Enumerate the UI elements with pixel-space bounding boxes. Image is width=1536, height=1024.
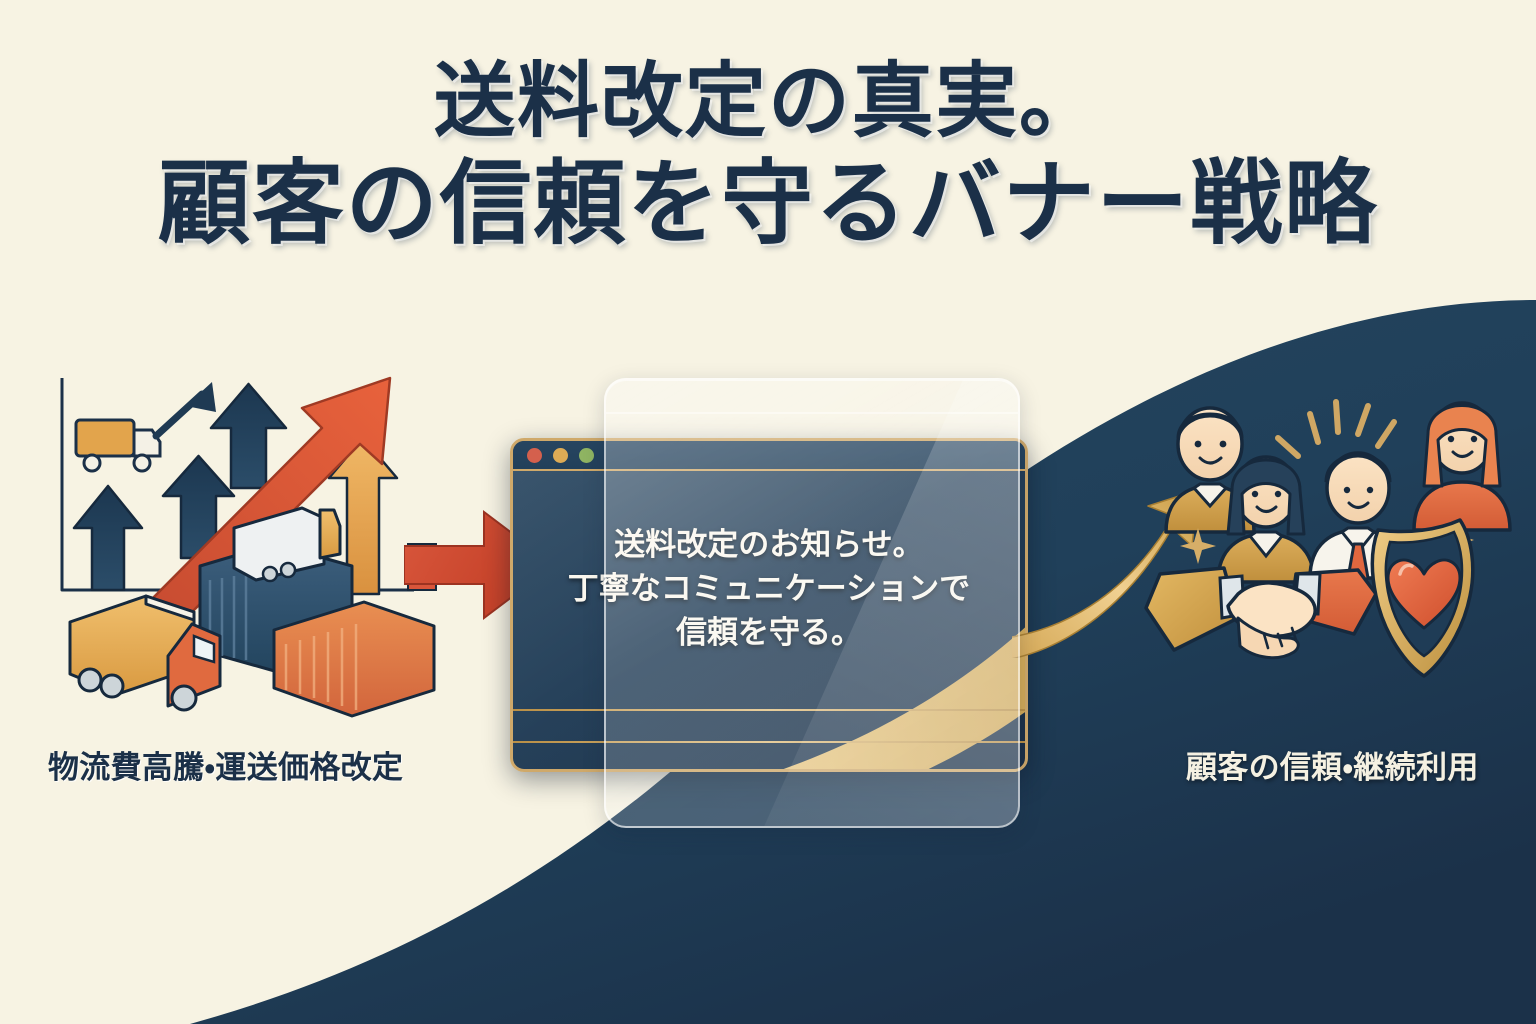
rising-arrow-navy-small-head: [186, 382, 216, 412]
rising-arrow-navy-large: [209, 382, 288, 490]
browser-window-mockup[interactable]: 送料改定のお知らせ。 丁寧なコミュニケーションで 信頼を守る。: [510, 438, 1028, 772]
browser-viewport: 送料改定のお知らせ。 丁寧なコミュニケーションで 信頼を守る。: [513, 471, 1025, 769]
shield-with-heart-icon: [1370, 518, 1475, 678]
rising-arrow-navy-short: [72, 484, 144, 592]
maximize-dot[interactable]: [579, 447, 594, 463]
logistics-cost-rising-illustration: [34, 368, 440, 720]
customer-trust-illustration: [1142, 382, 1526, 712]
small-truck-icon: [74, 418, 162, 473]
box-truck-white: [232, 506, 342, 583]
person-avatar-red-hair: [1412, 401, 1512, 532]
sparkle-burst-lines: [1275, 399, 1397, 459]
banner-line-1: 送料改定のお知らせ。: [614, 527, 924, 563]
gold-divider-lower: [513, 741, 1025, 743]
shipping-container-orange: [272, 600, 436, 718]
browser-titlebar: [513, 441, 1025, 471]
banner-line-2: 丁寧なコミュニケーションで: [567, 571, 971, 608]
banner-line-3: 信頼を守る。: [676, 615, 862, 652]
sparkle-star-left: [1180, 528, 1216, 564]
handshake-icon: [1144, 566, 1378, 660]
minimize-dot[interactable]: [553, 447, 568, 463]
right-caption: 顧客の信頼・継続利用: [1186, 750, 1479, 786]
delivery-truck-orange: [68, 594, 222, 712]
close-dot[interactable]: [527, 447, 542, 463]
gold-divider-upper: [513, 709, 1025, 711]
person-avatar-bob-hair: [1216, 455, 1316, 584]
left-caption: 物流費高騰・運送価格改定: [48, 750, 404, 786]
banner-message: 送料改定のお知らせ。 丁寧なコミュニケーションで 信頼を守る。: [513, 523, 1025, 655]
